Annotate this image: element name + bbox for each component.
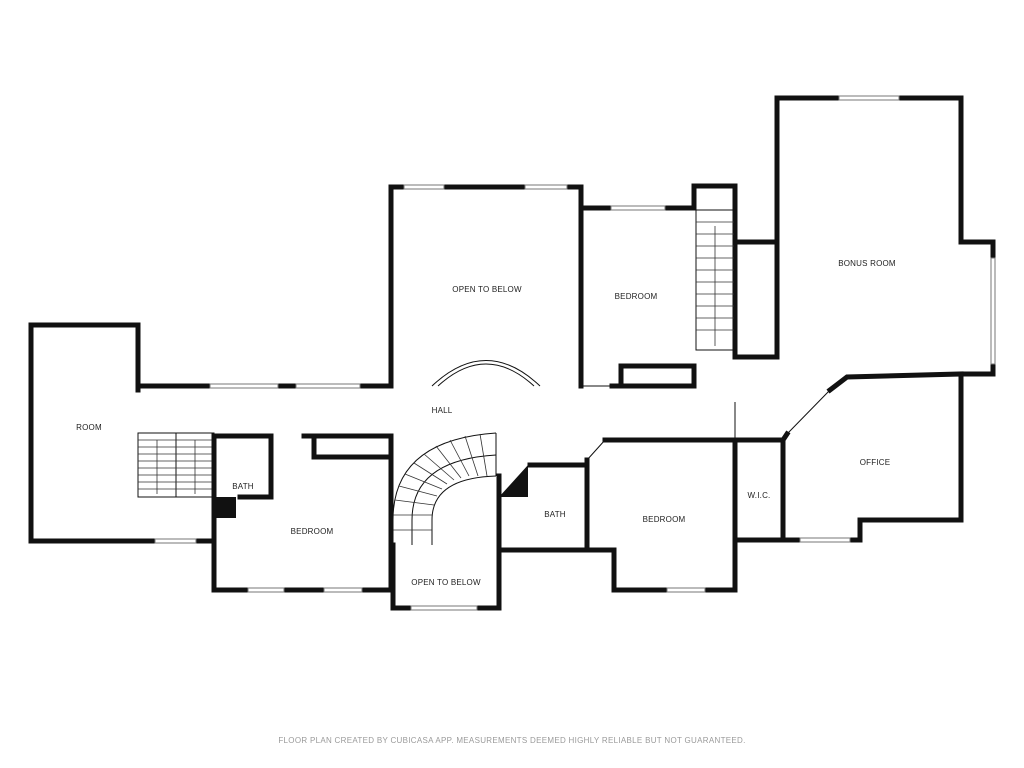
bedroom-right-label: BEDROOM bbox=[643, 515, 686, 524]
bedroom-left-outline bbox=[211, 433, 394, 593]
hall-label: HALL bbox=[432, 406, 453, 415]
open-to-below-bottom-label: OPEN TO BELOW bbox=[411, 578, 481, 587]
open-to-below-bottom-outline bbox=[390, 473, 502, 611]
office-label: OFFICE bbox=[860, 458, 891, 467]
open-to-below-top-outline bbox=[388, 184, 584, 389]
bath-left-label: BATH bbox=[232, 482, 254, 491]
left-stairs bbox=[137, 432, 215, 498]
bedroom-top-label: BEDROOM bbox=[615, 292, 658, 301]
bonus-room-outline bbox=[732, 95, 996, 543]
footer-disclaimer: FLOOR PLAN CREATED BY CUBICASA APP. MEAS… bbox=[278, 736, 746, 745]
room-outline bbox=[28, 322, 217, 544]
bedroom-top-outline bbox=[578, 183, 738, 389]
bonus-room-label: BONUS ROOM bbox=[838, 259, 896, 268]
room-label: ROOM bbox=[76, 423, 102, 432]
bath-center-label: BATH bbox=[544, 510, 566, 519]
wic-and-bedroom-right-outline bbox=[584, 402, 786, 593]
open-to-below-top-label: OPEN TO BELOW bbox=[452, 285, 522, 294]
bath-center-outline bbox=[496, 462, 590, 553]
spiral-stairs bbox=[392, 432, 497, 545]
right-stairs bbox=[695, 209, 735, 351]
hall-top-wall bbox=[135, 383, 394, 389]
wic-label: W.I.C. bbox=[748, 491, 771, 500]
bedroom-left-label: BEDROOM bbox=[291, 527, 334, 536]
